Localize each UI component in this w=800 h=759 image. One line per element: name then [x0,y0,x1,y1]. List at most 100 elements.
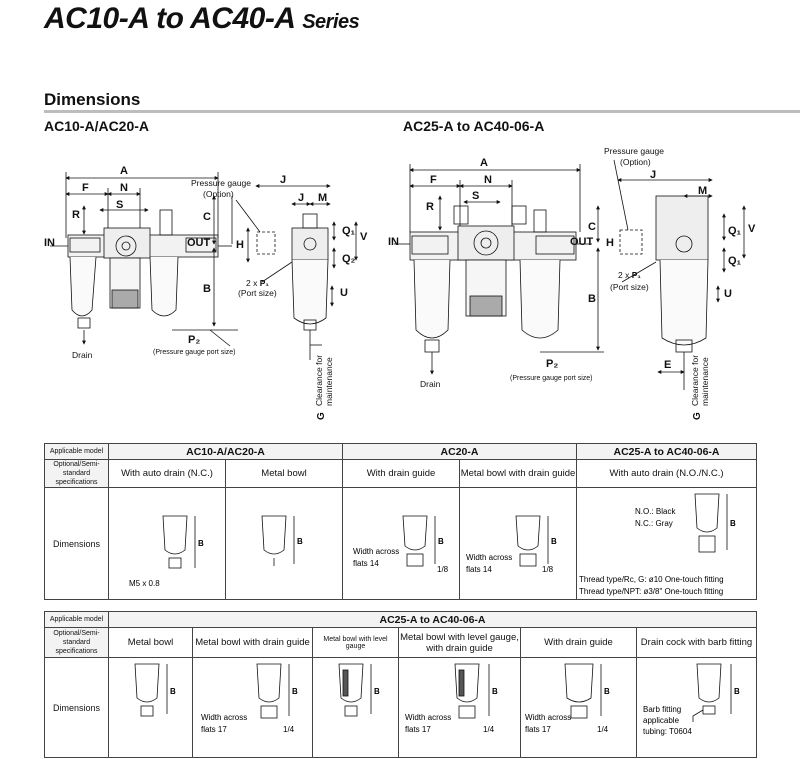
dim-label-s-right: S [472,190,479,202]
dim-label-b: B [730,519,736,528]
in-label: IN [44,237,55,249]
option-drawing: B Width across flats 14 1/8 [459,487,578,600]
out-label: OUT [187,237,211,249]
applicable-model-header: Applicable model [44,443,109,460]
column-header: Metal bowl [224,459,344,488]
drain-guide-drawing: B Width across flats 14 1/8 [353,515,449,574]
dim-label-b: B [551,537,557,546]
column-header: Metal bowl [108,627,193,658]
spec-label: Optional/Semi-standard specifications [44,459,109,488]
m5-label: M5 x 0.8 [129,579,160,588]
metal-bowl-drain-guide-drawing: B Width across flats 14 1/8 [466,515,557,574]
dim-label-b: B [492,687,498,696]
spec-table-1: Applicable model AC10-A/AC20-A AC20-A AC… [44,443,758,600]
metal-bowl-drawing: B [261,515,303,566]
dimensions-row-label: Dimensions [44,657,109,758]
flats-label: Width across [466,553,512,562]
drain-label-left: Drain [72,350,93,360]
dim-label-f-right: F [430,174,437,186]
flats-label: Width across [405,713,451,722]
barb-fitting-label: Barb fitting [643,705,681,714]
dim-label-q1b-right: Q₁ [728,255,742,267]
dim-label-q2: Q₂ [342,253,356,265]
bowl-auto-drain-nc-drawing: B M5 x 0.8 [129,515,204,588]
column-header: Metal bowl with drain guide [192,627,313,658]
dim-label-p2-right: P₂ [546,358,558,370]
thread-size-label: 1/4 [597,725,609,734]
option-drawing: B Width across flats 17 1/4 [192,657,313,758]
group-header: AC25-A to AC40-06-A [107,611,758,628]
dim-label-u-right: U [724,288,732,300]
gauge-port-size-left: (Pressure gauge port size) [153,349,235,356]
gauge-port-size-right: (Pressure gauge port size) [510,375,592,382]
section-divider [44,110,800,113]
dim-label-m-right: M [698,185,707,197]
gauge-label-right: Pressure gauge [604,146,664,156]
option-drawing: B [108,657,193,758]
flats-size-label: flats 14 [353,559,379,568]
barb-tubing-label: tubing: T0604 [643,727,692,736]
dim-label-h-right: H [606,237,614,249]
metal-bowl-drawing: B [134,663,176,717]
dim-label-n-right: N [484,174,492,186]
dim-label-j: J [280,174,286,186]
flats-label: Width across [525,713,571,722]
column-header: With auto drain (N.C.) [108,459,226,488]
spec-label: Optional/Semi-standard specifications [44,627,109,658]
left-drawing-title: AC10-A/AC20-A [44,118,150,134]
nc-gray-label: N.C.: Gray [635,519,673,528]
flats-label: Width across [201,713,247,722]
dim-label-n: N [120,182,128,194]
dim-label-h: H [236,239,244,251]
option-drawing: B Width across flats 17 1/4 [520,657,637,758]
level-gauge-drain-guide-drawing: B Width across flats 17 1/4 [405,663,498,734]
column-header: With auto drain (N.O./N.C.) [576,459,758,488]
dim-label-r: R [72,209,80,221]
dim-label-c: C [203,211,211,223]
option-drawing: B Width across flats 17 1/4 [398,657,521,758]
column-header: With drain guide [520,627,637,658]
flats-size-label: flats 17 [405,725,431,734]
left-side-view [209,184,358,360]
page-title: AC10-A to AC40-A Series [44,2,360,35]
flats-size-label: flats 17 [525,725,551,734]
no-black-label: N.O.: Black [635,507,676,516]
dim-label-g-right: G [692,412,703,420]
option-drawing: B N.O.: Black N.C.: Gray Thread type/Rc,… [576,487,758,600]
thread-size-label: 1/8 [542,565,554,574]
group-header: AC20-A [342,443,578,460]
flats-label: Width across [353,547,399,556]
port-label-left: 2 x P₁ [246,278,269,288]
port-size-label-right: (Port size) [610,282,649,292]
level-gauge-drawing: B [338,663,380,717]
auto-drain-nonc-drawing: B N.O.: Black N.C.: Gray Thread type/Rc,… [579,493,736,596]
dim-label-u: U [340,287,348,299]
dim-label-g: G [316,412,327,420]
dim-label-m: M [318,192,327,204]
dim-label-b: B [734,687,740,696]
dim-label-v-right: V [748,223,756,235]
column-header: Metal bowl with level gauge, with drain … [398,627,521,658]
group-header: AC10-A/AC20-A [107,443,344,460]
drain-guide-drawing: B Width across flats 17 1/4 [525,663,610,734]
in-label-right: IN [388,236,399,248]
dim-label-e-right: E [664,359,671,371]
thread-rc-label: Thread type/Rc, G: ø10 One-touch fitting [579,575,724,584]
flats-size-label: flats 17 [201,725,227,734]
dim-label-j-right: J [650,169,656,181]
dim-label-b: B [198,539,204,548]
column-header: Metal bowl with level gauge [312,627,399,658]
option-drawing: B M5 x 0.8 [108,487,226,600]
dim-label-v: V [360,231,368,243]
column-header: With drain guide [342,459,461,488]
thread-size-label: 1/8 [437,565,449,574]
thread-size-label: 1/4 [283,725,295,734]
out-label-right: OUT [570,236,594,248]
dimensions-row-label: Dimensions [44,487,109,600]
right-front-view [394,164,604,375]
dim-label-b: B [438,537,444,546]
thread-size-label: 1/4 [483,725,495,734]
port-size-label-left: (Port size) [238,288,277,298]
dim-label-b-right: B [588,293,596,305]
option-label-right: (Option) [620,157,651,167]
